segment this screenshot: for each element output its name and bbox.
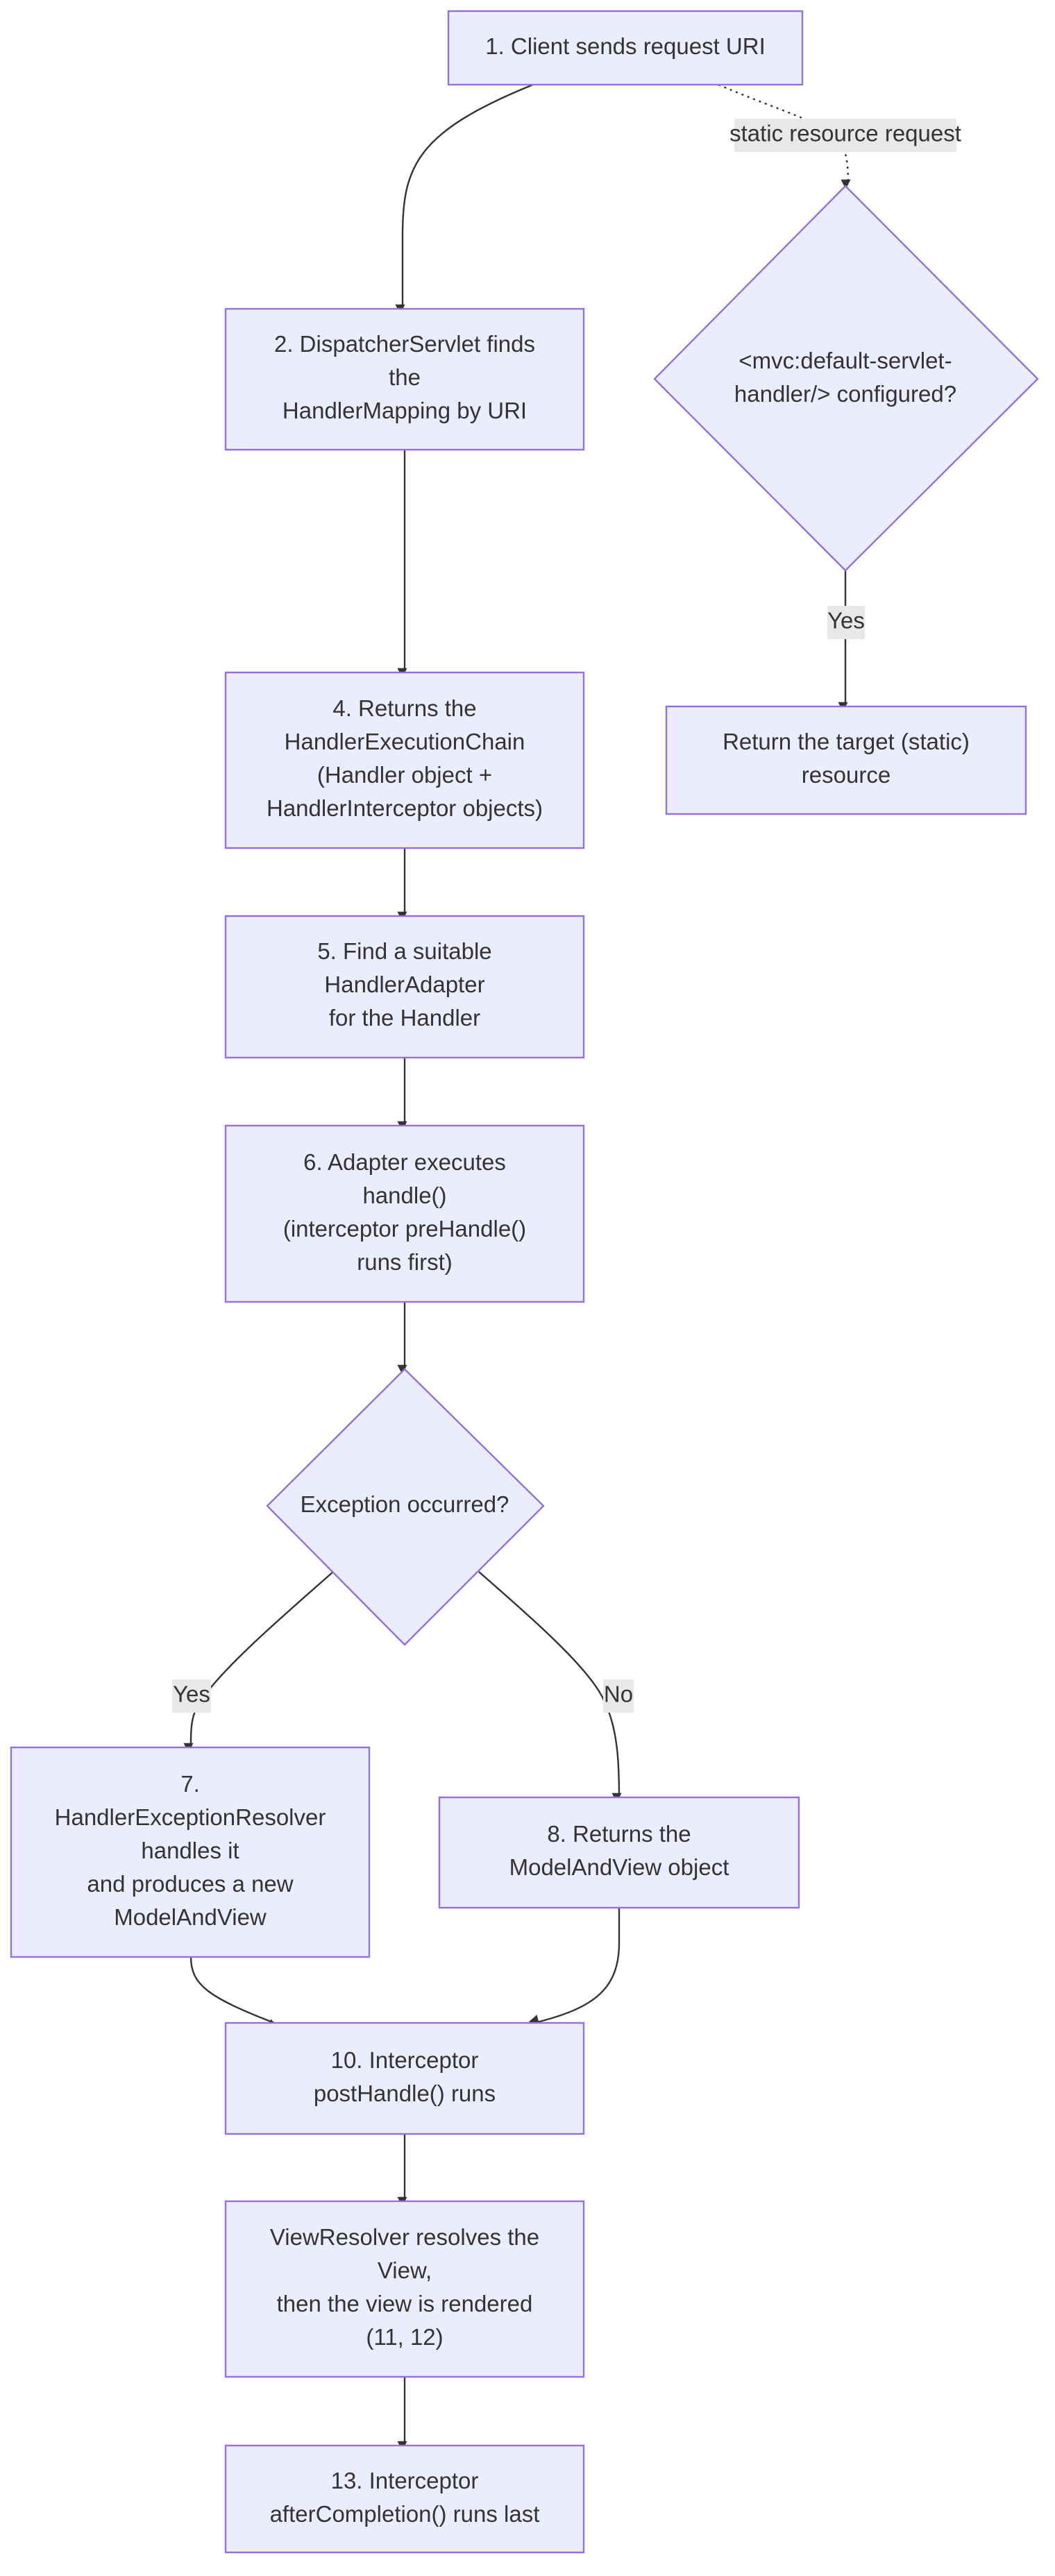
edge-exception-no bbox=[478, 1571, 622, 1803]
node-text-line: handles it bbox=[141, 1838, 239, 1863]
node-text-line: <mvc:default-servlet- bbox=[738, 348, 952, 373]
node-text-line: HandlerAdapter bbox=[324, 972, 484, 997]
node-text-line: and produces a new bbox=[87, 1871, 293, 1897]
node-aftercompletion: 13. Interceptor afterCompletion() runs la… bbox=[224, 2444, 585, 2554]
node-adapter-executes-text: 6. Adapter executes handle() (interceptor … bbox=[283, 1149, 526, 1275]
nodes-layer: 1. Client sends request URI 2. Dispatche… bbox=[10, 10, 1039, 2554]
node-text-line: 7. bbox=[180, 1771, 200, 1797]
node-text-line: 8. Returns the bbox=[547, 1821, 691, 1847]
edge-label-static-resource-request-text: static resource request bbox=[729, 121, 961, 146]
edge-label-exception-yes-text: Yes bbox=[173, 1681, 210, 1707]
node-text-line: for the Handler bbox=[329, 1005, 480, 1031]
node-text-line: resource bbox=[802, 762, 891, 788]
edge-client-to-static-check bbox=[718, 83, 851, 189]
edge-modelandview-to-posthandle bbox=[528, 1908, 621, 2024]
node-return-static-resource-text: Return the target (static) resource bbox=[723, 729, 970, 788]
decision-default-servlet-handler: <mvc:default-servlet-handler/> configure… bbox=[653, 185, 1039, 572]
node-text-line: HandlerExceptionResolver bbox=[55, 1804, 326, 1830]
node-text-line: (11, 12) bbox=[366, 2324, 443, 2350]
node-exception-resolver-text: 7. HandlerExceptionResolver handles it and … bbox=[55, 1771, 326, 1930]
node-posthandle-text: 10. Interceptor postHandle() runs bbox=[314, 2047, 496, 2106]
node-text-line: handle() bbox=[362, 1183, 446, 1208]
node-text-line: 5. Find a suitable bbox=[317, 938, 491, 964]
node-posthandle: 10. Interceptor postHandle() runs bbox=[224, 2022, 585, 2135]
edge-label-exception-no: No bbox=[603, 1679, 634, 1713]
node-text-line: 4. Returns the bbox=[332, 695, 476, 721]
node-return-static-resource: Return the target (static) resource bbox=[665, 705, 1027, 815]
node-text-line: then the view is rendered bbox=[277, 2291, 533, 2316]
node-text-line: (Handler object + bbox=[317, 762, 492, 788]
node-text-line: 13. Interceptor bbox=[331, 2468, 479, 2493]
edge-exception-yes bbox=[183, 1571, 334, 1753]
node-text-line: handler/> configured? bbox=[734, 381, 956, 407]
node-text-line: ViewResolver resolves the bbox=[270, 2224, 539, 2250]
decision-exception-occurred: Exception occurred? bbox=[266, 1368, 545, 1646]
node-text-line: ModelAndView bbox=[114, 1904, 267, 1930]
node-adapter-executes: 6. Adapter executes handle() (interceptor … bbox=[224, 1124, 585, 1303]
node-text-line: 2. DispatcherServlet finds bbox=[274, 331, 535, 357]
node-text-line: runs first) bbox=[357, 1249, 453, 1275]
node-aftercompletion-text: 13. Interceptor afterCompletion() runs la… bbox=[270, 2468, 540, 2527]
decision-exception-occurred-text: Exception occurred? bbox=[301, 1491, 509, 1517]
node-text-line: View, bbox=[378, 2257, 432, 2283]
edge-label-static-yes-text: Yes bbox=[827, 608, 865, 634]
node-exception-resolver: 7. HandlerExceptionResolver handles it and … bbox=[10, 1746, 371, 1958]
edge-label-exception-yes: Yes bbox=[172, 1679, 211, 1713]
edge-label-static-resource-request: static resource request bbox=[729, 119, 961, 152]
edge-resolver-to-posthandle bbox=[189, 1956, 278, 2028]
node-text-line: Return the target (static) bbox=[723, 729, 970, 754]
node-text-line: 1. Client sends request URI bbox=[485, 33, 766, 59]
edge-client-to-dispatcher bbox=[395, 83, 534, 314]
edge-labels-layer: static resource request Yes Yes No bbox=[172, 119, 961, 1713]
node-text-line: the bbox=[389, 364, 421, 390]
node-text-line: 6. Adapter executes bbox=[303, 1149, 506, 1175]
edge-label-exception-no-text: No bbox=[604, 1681, 633, 1707]
node-text-line: (interceptor preHandle() bbox=[283, 1216, 526, 1242]
node-text-line: 10. Interceptor bbox=[331, 2047, 479, 2073]
node-text-line: ModelAndView object bbox=[509, 1854, 729, 1880]
decision-default-servlet-handler-text: <mvc:default-servlet-handler/> configure… bbox=[734, 348, 956, 407]
node-client-request: 1. Client sends request URI bbox=[447, 10, 804, 86]
node-client-request-text: 1. Client sends request URI bbox=[485, 33, 766, 59]
node-text-line: HandlerInterceptor objects) bbox=[267, 795, 543, 821]
node-text-line: HandlerMapping by URI bbox=[282, 398, 527, 423]
node-text-line: Exception occurred? bbox=[301, 1491, 509, 1517]
node-text-line: afterCompletion() runs last bbox=[270, 2501, 540, 2527]
edges-layer bbox=[183, 83, 851, 2451]
node-text-line: postHandle() runs bbox=[314, 2081, 496, 2106]
node-text-line: HandlerExecutionChain bbox=[285, 729, 525, 754]
edge-label-static-yes: Yes bbox=[827, 606, 865, 639]
